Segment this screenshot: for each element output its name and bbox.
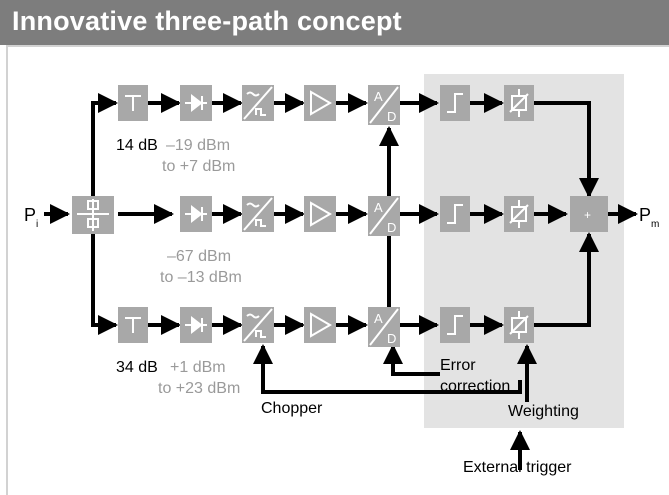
adc-diagonal-icon	[369, 308, 399, 346]
diode-icon	[185, 204, 207, 224]
chopper-label: Chopper	[261, 400, 323, 417]
threshold-icon	[447, 204, 463, 224]
attenuator-icon	[125, 317, 141, 333]
adc-label-a: A	[374, 200, 383, 215]
weighting-icon	[509, 311, 529, 339]
splitter-icon	[77, 199, 109, 231]
adc-diagonal-icon	[369, 197, 399, 235]
error-correction-label-line-2: correction	[440, 378, 510, 395]
input-port-subscript: i	[36, 219, 38, 230]
adc-label-a: A	[374, 311, 383, 326]
amplifier-icon	[310, 312, 332, 338]
path-3-attenuation: 34 dB	[116, 359, 158, 376]
threshold-icon	[447, 93, 463, 113]
weighting-label: Weighting	[508, 403, 579, 420]
path-3-range-line-2: to +23 dBm	[158, 380, 240, 397]
chopper-icon	[243, 308, 273, 342]
diode-icon	[185, 93, 207, 113]
adc-label-d: D	[387, 331, 396, 346]
path-2-range-line-1: –67 dBm	[167, 248, 231, 265]
digital-processing-panel	[424, 74, 624, 428]
summer-label: +	[584, 208, 591, 222]
weighting-icon	[509, 89, 529, 117]
diagram-title: Innovative three-path concept	[12, 6, 402, 36]
external-trigger-label: External trigger	[463, 459, 572, 476]
summer-block	[570, 196, 608, 232]
output-port-subscript: m	[651, 219, 659, 230]
attenuator-icon	[125, 95, 141, 111]
diode-icon	[185, 315, 207, 335]
title-bar: Innovative three-path concept	[0, 0, 669, 45]
amplifier-icon	[310, 90, 332, 116]
weighting-icon	[509, 200, 529, 228]
chopper-icon	[243, 86, 273, 120]
threshold-icon	[447, 315, 463, 335]
path-1-attenuation: 14 dB	[116, 137, 158, 154]
adc-label-d: D	[387, 109, 396, 124]
path-1-range-line-1: –19 dBm	[166, 137, 230, 154]
chopper-icon	[243, 197, 273, 231]
frame-left-border	[6, 45, 8, 495]
signal-wires	[44, 93, 638, 470]
output-port-label: P	[639, 205, 651, 225]
error-correction-label-line-1: Error	[440, 357, 476, 374]
adc-label-d: D	[387, 220, 396, 235]
frame-top-border	[8, 45, 669, 47]
adc-label-a: A	[374, 89, 383, 104]
input-port-label: P	[24, 205, 36, 225]
amplifier-icon	[310, 201, 332, 227]
path-3-range-line-1: +1 dBm	[170, 359, 226, 376]
adc-diagonal-icon	[369, 86, 399, 124]
path-1-range-line-2: to +7 dBm	[162, 158, 235, 175]
path-2-range-line-2: to –13 dBm	[160, 269, 242, 286]
